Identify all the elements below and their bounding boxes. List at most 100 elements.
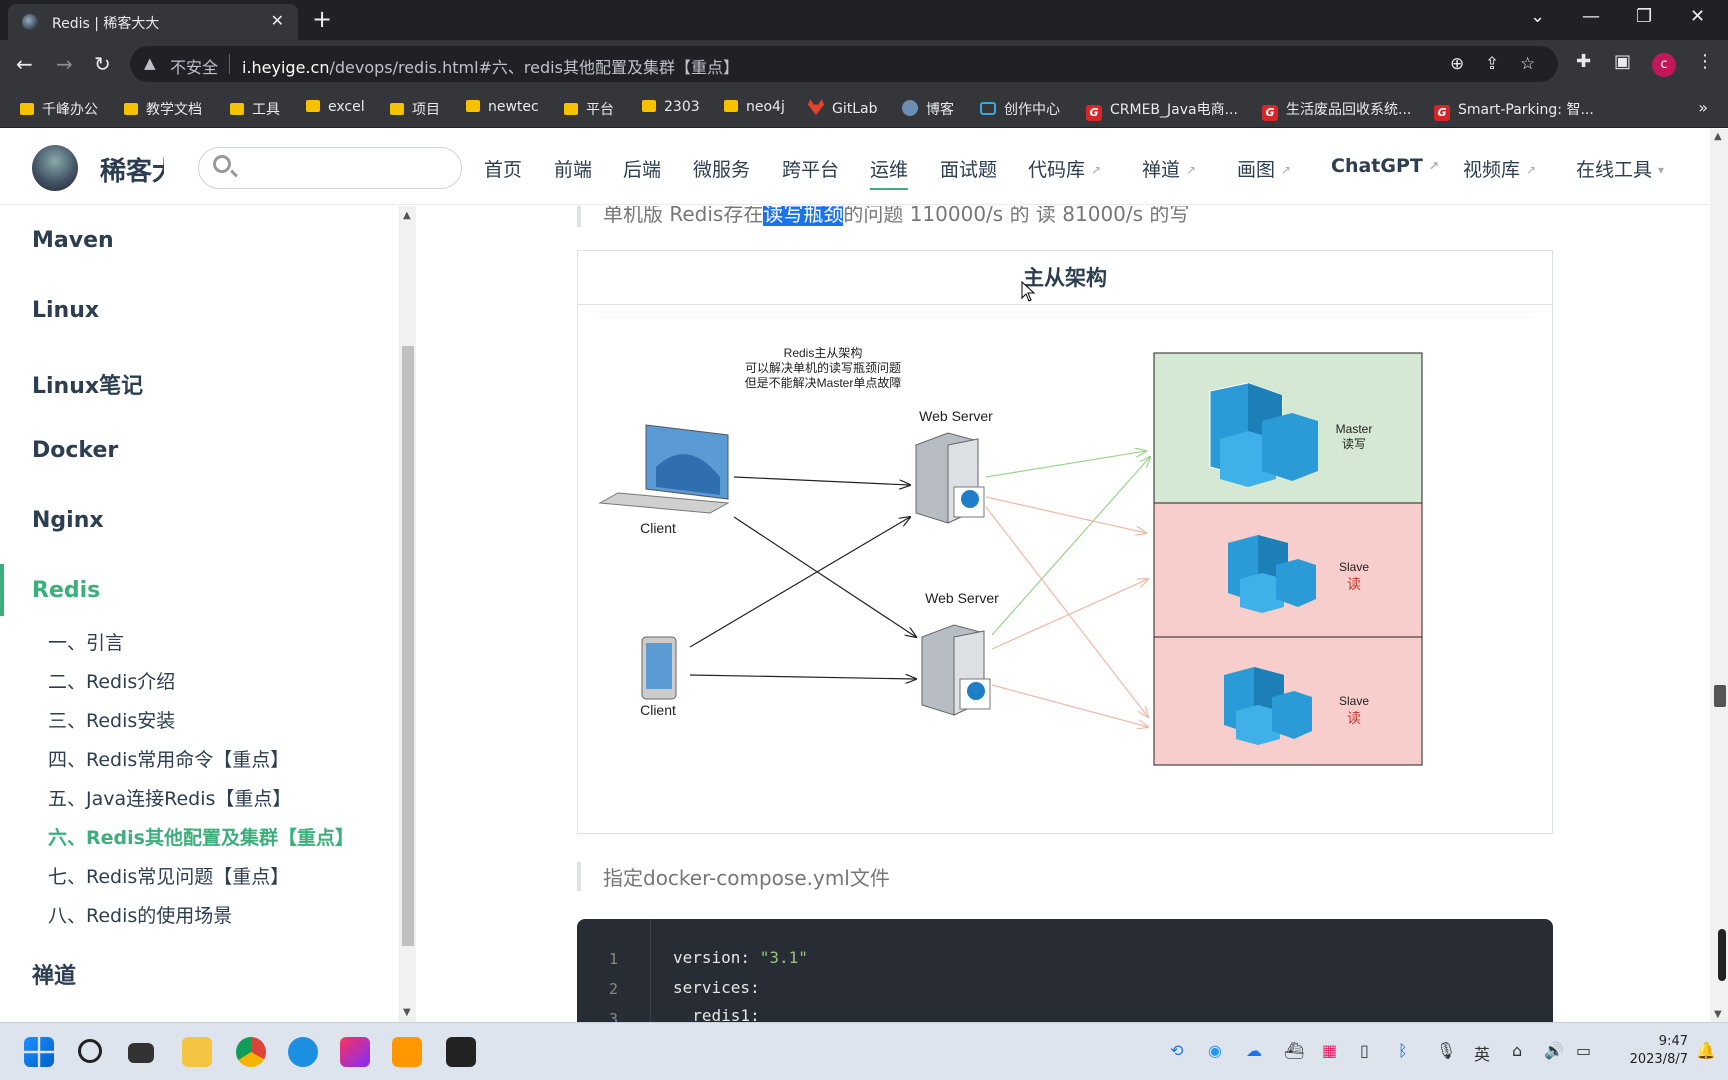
nav-drawing[interactable]: 画图↗ <box>1237 159 1292 181</box>
zoom-icon[interactable]: ⊕ <box>1450 54 1465 74</box>
code-block[interactable]: 1 2 3 version: "3.1" services: redis1: <box>577 919 1553 1022</box>
reload-icon[interactable]: ↻ <box>94 52 111 76</box>
input-language-indicator[interactable]: 英 <box>1474 1045 1491 1064</box>
sidebar-item-redis-commands[interactable]: 四、Redis常用命令【重点】 <box>48 749 290 771</box>
site-logo-avatar[interactable] <box>32 145 78 191</box>
share-icon[interactable]: ⇪ <box>1485 54 1500 74</box>
url-text[interactable]: i.heyige.cn/devops/redis.html#六、redis其他配… <box>242 58 739 77</box>
scroll-up-arrow-icon[interactable]: ▲ <box>1714 131 1722 142</box>
tray-color-icon[interactable]: ▦ <box>1322 1041 1338 1060</box>
intellij-icon[interactable] <box>340 1037 370 1067</box>
sidebar-group-linux[interactable]: Linux <box>32 298 100 323</box>
nav-code-library[interactable]: 代码库↗ <box>1028 159 1102 181</box>
nav-home[interactable]: 首页 <box>484 159 523 181</box>
bookmark-item[interactable]: neo4j <box>724 99 785 115</box>
bookmark-item[interactable]: 平台 <box>564 99 614 119</box>
search-icon[interactable] <box>78 1039 102 1063</box>
scroll-up-arrow-icon[interactable]: ▲ <box>403 210 411 221</box>
side-panel-icon[interactable]: ▣ <box>1614 51 1632 72</box>
sidebar-item-redis-faq[interactable]: 七、Redis常见问题【重点】 <box>48 866 290 888</box>
nav-cross-platform[interactable]: 跨平台 <box>782 159 840 181</box>
bluetooth-icon[interactable]: ᛒ <box>1398 1041 1408 1060</box>
task-view-icon[interactable] <box>128 1043 154 1063</box>
scroll-down-arrow-icon[interactable]: ▼ <box>403 1007 411 1018</box>
sidebar-scroll-thumb[interactable] <box>402 346 414 946</box>
bookmark-star-icon[interactable]: ☆ <box>1520 54 1536 74</box>
sidebar-group-linux-notes[interactable]: Linux笔记 <box>32 374 144 399</box>
bookmark-item[interactable]: 创作中心 <box>980 99 1060 119</box>
sidebar-group-docker[interactable]: Docker <box>32 438 119 463</box>
bookmark-item[interactable]: excel <box>306 99 365 115</box>
sublime-icon[interactable] <box>392 1037 422 1067</box>
sidebar-group-zentao[interactable]: 禅道 <box>32 964 77 989</box>
insecure-label[interactable]: 不安全 <box>170 58 219 77</box>
sidebar-item-redis-cluster[interactable]: 六、Redis其他配置及集群【重点】 <box>48 827 354 849</box>
microphone-icon[interactable]: 🎙 <box>1436 1041 1457 1060</box>
bookmark-item[interactable]: GitLab <box>808 99 878 117</box>
site-name[interactable]: 稀客大大 <box>100 157 164 187</box>
tray-docker-icon[interactable]: ⛴ <box>1284 1041 1305 1060</box>
docker-whale-icon[interactable] <box>288 1037 318 1067</box>
nav-interview[interactable]: 面试题 <box>940 159 998 181</box>
sidebar-item-intro[interactable]: 一、引言 <box>48 632 125 654</box>
search-input[interactable] <box>241 154 451 182</box>
page-scrollbar[interactable]: ▲ ▼ <box>1710 129 1728 1022</box>
bookmark-item[interactable]: 千峰办公 <box>20 99 98 119</box>
site-search[interactable] <box>198 147 462 189</box>
sidebar-item-redis-scenarios[interactable]: 八、Redis的使用场景 <box>48 905 233 927</box>
sidebar-item-redis-install[interactable]: 三、Redis安装 <box>48 710 176 732</box>
sidebar-group-maven[interactable]: Maven <box>32 228 114 253</box>
start-windows-icon[interactable] <box>24 1037 54 1067</box>
address-bar[interactable]: ▲ 不安全 i.heyige.cn/devops/redis.html#六、re… <box>130 46 1558 82</box>
minimize-icon[interactable]: — <box>1582 6 1600 27</box>
page-scroll-thumb[interactable] <box>1714 685 1726 707</box>
bookmark-item[interactable]: 教学文档 <box>124 99 202 119</box>
sidebar-group-redis[interactable]: Redis <box>32 578 101 603</box>
nav-devops[interactable]: 运维 <box>870 155 909 190</box>
back-icon[interactable]: ← <box>16 52 33 76</box>
browser-tab-active[interactable]: Redis | 稀客大大 ✕ <box>8 4 298 40</box>
restore-icon[interactable]: ❐ <box>1636 6 1653 27</box>
tray-app-icon[interactable]: ◉ <box>1208 1041 1222 1060</box>
nav-chatgpt[interactable]: ChatGPT↗ <box>1331 155 1439 177</box>
taskbar-clock[interactable]: 9:47 2023/8/7 <box>1630 1033 1688 1069</box>
nav-microservices[interactable]: 微服务 <box>693 159 751 181</box>
tab-close-icon[interactable]: ✕ <box>270 11 284 30</box>
bookmark-item[interactable]: 博客 <box>902 99 954 119</box>
profile-avatar[interactable]: c <box>1652 53 1676 77</box>
nav-zentao[interactable]: 禅道↗ <box>1142 159 1197 181</box>
battery-icon[interactable]: ▭ <box>1576 1041 1592 1060</box>
bookmark-item[interactable]: 项目 <box>390 99 440 119</box>
bookmark-item[interactable]: 2303 <box>642 99 700 115</box>
browser-menu-icon[interactable]: ⋮ <box>1696 51 1714 72</box>
file-explorer-icon[interactable] <box>182 1037 212 1067</box>
scroll-down-arrow-icon[interactable]: ▼ <box>1714 1009 1722 1020</box>
nav-video-library[interactable]: 视频库↗ <box>1463 159 1537 181</box>
bookmarks-overflow-icon[interactable]: » <box>1698 98 1708 117</box>
sidebar-item-redis-intro[interactable]: 二、Redis介绍 <box>48 671 176 693</box>
sidebar-item-java-redis[interactable]: 五、Java连接Redis【重点】 <box>48 788 292 810</box>
bookmark-item[interactable]: 工具 <box>230 99 280 119</box>
new-tab-button[interactable]: + <box>312 5 333 33</box>
notification-bell-icon[interactable]: 🔔 <box>1696 1041 1716 1060</box>
bookmark-item[interactable]: newtec <box>466 99 539 115</box>
tab-search-chevron-icon[interactable]: ⌄ <box>1530 6 1546 27</box>
nav-frontend[interactable]: 前端 <box>554 159 593 181</box>
sidebar-group-nginx[interactable]: Nginx <box>32 508 104 533</box>
screen-recorder-icon[interactable] <box>446 1037 476 1067</box>
extensions-puzzle-icon[interactable]: ✚ <box>1576 51 1592 72</box>
forward-icon[interactable]: → <box>56 52 73 76</box>
tray-cloud-icon[interactable]: ☁ <box>1246 1041 1262 1060</box>
nav-backend[interactable]: 后端 <box>623 159 662 181</box>
insecure-warning-icon[interactable]: ▲ <box>144 54 156 72</box>
network-icon[interactable]: ⌂ <box>1512 1041 1523 1060</box>
chrome-icon[interactable] <box>236 1037 266 1067</box>
volume-icon[interactable]: 🔊 <box>1544 1041 1564 1060</box>
overlay-scroll-indicator[interactable] <box>1718 929 1726 981</box>
nav-online-tools[interactable]: 在线工具▾ <box>1576 159 1665 181</box>
tray-sync-icon[interactable]: ⟲ <box>1170 1041 1184 1060</box>
window-close-icon[interactable]: ✕ <box>1690 6 1706 27</box>
